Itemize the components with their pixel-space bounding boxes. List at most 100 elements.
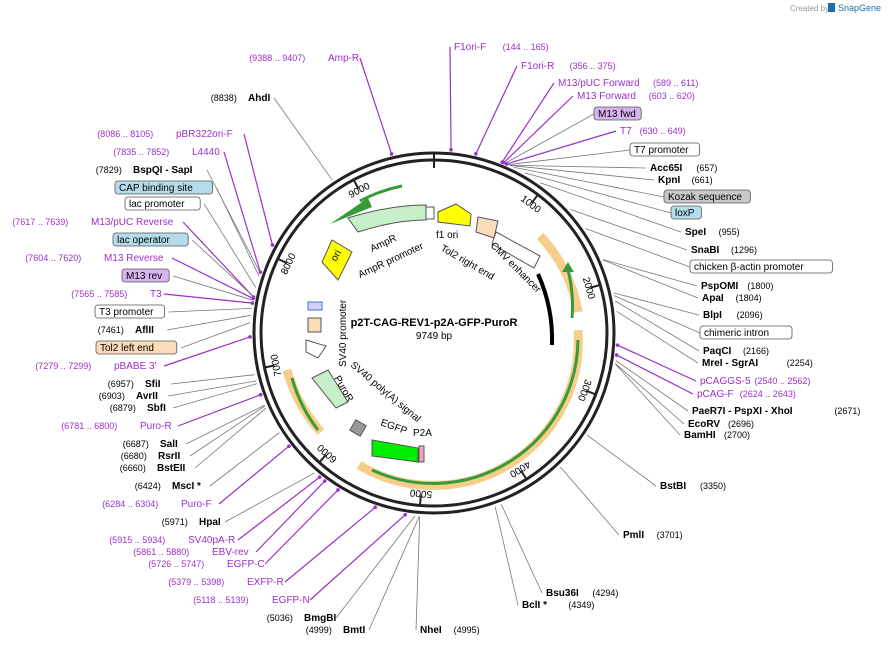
leader-line bbox=[503, 95, 574, 164]
site-spei[interactable]: SpeI(955) bbox=[685, 227, 740, 238]
feature-loxp[interactable]: loxP bbox=[670, 205, 702, 220]
site-pspomi[interactable]: PspOMI(1800) bbox=[701, 281, 773, 292]
primer-pcag-f[interactable]: pCAG-F(2624 .. 2643) bbox=[697, 389, 796, 400]
site-mrei-sgrai[interactable]: MreI - SgrAI(2254) bbox=[702, 358, 813, 369]
site-paer7i-pspxi-xhoi[interactable]: PaeR7I - PspXI - XhoI(2671) bbox=[692, 406, 860, 417]
site-pmli[interactable]: PmlI(3701) bbox=[623, 530, 683, 541]
primer-m13-forward[interactable]: M13 Forward(603 .. 620) bbox=[577, 91, 695, 102]
site-kpni[interactable]: KpnI(661) bbox=[658, 175, 713, 186]
feature-t3-promoter[interactable]: T3 promoter bbox=[94, 304, 165, 319]
site-aflii[interactable]: AflII(7461) bbox=[98, 325, 154, 336]
primer-puro-r[interactable]: Puro-R(6781 .. 6800) bbox=[61, 421, 171, 432]
primer-pcaggs-5[interactable]: pCAGGS-5(2540 .. 2562) bbox=[700, 376, 810, 387]
primer-m13-reverse[interactable]: M13 Reverse(7604 .. 7620) bbox=[25, 253, 164, 264]
site-msci[interactable]: MscI *(6424) bbox=[135, 481, 201, 492]
site-bspqi-sapi[interactable]: BspQI - SapI(7829) bbox=[96, 165, 193, 176]
feature-lac-operator[interactable]: lac operator bbox=[112, 232, 189, 247]
feature-chicken-actin-promoter[interactable]: chicken β-actin promoter bbox=[689, 259, 833, 274]
leader-line bbox=[616, 354, 694, 395]
site-ahdi[interactable]: AhdI(8838) bbox=[211, 93, 271, 104]
site-bcli[interactable]: BclI * (4349) bbox=[522, 600, 594, 611]
feature-kozak-sequence[interactable]: Kozak sequence bbox=[663, 189, 751, 204]
primer-l4440[interactable]: L4440(7835 .. 7852) bbox=[113, 147, 220, 158]
label-name: BclI * bbox=[522, 600, 547, 611]
site-sbfi[interactable]: SbfI(6879) bbox=[110, 403, 166, 414]
feature-chimeric-intron[interactable]: chimeric intron bbox=[699, 325, 793, 340]
leader-lines bbox=[163, 46, 701, 631]
label-coordinate: (1296) bbox=[731, 245, 757, 255]
site-bmgbi[interactable]: BmgBI(5036) bbox=[267, 613, 337, 624]
primer-puro-f[interactable]: Puro-F(6284 .. 6304) bbox=[102, 499, 211, 510]
label-name: KpnI bbox=[658, 175, 680, 186]
primer-exfp-r[interactable]: EXFP-R(5379 .. 5398) bbox=[168, 577, 283, 588]
label-coordinate: (4349) bbox=[568, 600, 594, 610]
site-bmti[interactable]: BmtI(4999) bbox=[306, 625, 366, 636]
primer-egfp-c[interactable]: EGFP-C(5726 .. 5747) bbox=[148, 559, 265, 570]
feature-m13-fwd[interactable]: M13 fwd bbox=[593, 106, 642, 121]
leader-line bbox=[167, 380, 257, 397]
site-sali[interactable]: SalI(6687) bbox=[123, 439, 178, 450]
site-bsu36i[interactable]: Bsu36I(4294) bbox=[546, 588, 618, 599]
primer-f1ori-f[interactable]: F1ori-F(144 .. 165) bbox=[454, 42, 549, 53]
primer-t3[interactable]: T3(7565 .. 7585) bbox=[71, 289, 162, 300]
feature-tol2-left-end[interactable]: Tol2 left end bbox=[95, 340, 178, 355]
feature-lac-promoter[interactable]: lac promoter bbox=[124, 196, 201, 211]
site-ecorv[interactable]: EcoRV(2696) bbox=[688, 419, 754, 430]
snapgene-logo-icon bbox=[828, 3, 835, 12]
lac-operator-feature bbox=[307, 301, 323, 311]
primer-sv40pa-r[interactable]: SV40pA-R(5915 .. 5934) bbox=[109, 535, 235, 546]
site-avrii[interactable]: AvrII(6903) bbox=[99, 391, 158, 402]
leader-line bbox=[264, 489, 339, 565]
label-coordinate: (8838) bbox=[211, 93, 237, 103]
feature-label-text: M13 fwd bbox=[598, 109, 636, 120]
site-acc65i[interactable]: Acc65I(657) bbox=[650, 163, 717, 174]
leader-line bbox=[237, 476, 321, 541]
primer-egfp-n[interactable]: EGFP-N(5118 .. 5139) bbox=[193, 595, 310, 606]
site-bsteii[interactable]: BstEII(6660) bbox=[120, 463, 186, 474]
site-bstbi[interactable]: BstBI(3350) bbox=[660, 481, 726, 492]
site-paqci[interactable]: PaqCI(2166) bbox=[703, 346, 769, 357]
feature-t7-promoter[interactable]: T7 promoter bbox=[629, 142, 700, 157]
site-nhei[interactable]: NheI(4995) bbox=[420, 625, 480, 636]
site-sfii[interactable]: SfiI(6957) bbox=[108, 379, 161, 390]
f1-ori-feature bbox=[437, 203, 472, 227]
label-coordinate: (7279 .. 7299) bbox=[35, 361, 91, 371]
primer-m13-puc-reverse[interactable]: M13/pUC Reverse(7617 .. 7639) bbox=[12, 217, 173, 228]
site-blpi[interactable]: BlpI(2096) bbox=[703, 310, 763, 321]
label-coordinate: (7835 .. 7852) bbox=[113, 147, 169, 157]
primer-t7[interactable]: T7(630 .. 649) bbox=[620, 126, 686, 137]
label-name: Amp-R bbox=[328, 53, 359, 64]
primer-amp-r[interactable]: Amp-R(9388 .. 9407) bbox=[249, 53, 359, 64]
tick-mark bbox=[586, 389, 597, 396]
label-name: SpeI bbox=[685, 227, 706, 238]
leader-line bbox=[368, 516, 420, 631]
tol2-right-end-label: Tol2 right end bbox=[439, 243, 497, 283]
site-bamhi[interactable]: BamHI(2700) bbox=[684, 430, 750, 441]
ampr-arrow bbox=[359, 184, 403, 203]
site-snabi[interactable]: SnaBI(1296) bbox=[691, 245, 757, 256]
site-hpai[interactable]: HpaI(5971) bbox=[162, 517, 221, 528]
site-apai[interactable]: ApaI(1804) bbox=[702, 293, 762, 304]
leader-line bbox=[309, 514, 406, 601]
feature-cap-binding-site[interactable]: CAP binding site bbox=[114, 180, 213, 195]
label-name: EBV-rev bbox=[212, 547, 249, 558]
primer-m13-puc-forward[interactable]: M13/pUC Forward(589 .. 611) bbox=[558, 78, 698, 89]
primer-site-marker bbox=[474, 152, 478, 156]
label-name: EGFP-C bbox=[227, 559, 265, 570]
feature-m13-rev[interactable]: M13 rev bbox=[121, 268, 170, 283]
feature-label-text: lac operator bbox=[117, 235, 170, 246]
primer-site-marker bbox=[373, 505, 378, 510]
tick-mark bbox=[318, 454, 327, 464]
site-rsrii[interactable]: RsrII(6680) bbox=[121, 451, 181, 462]
primer-f1ori-r[interactable]: F1ori-R(356 .. 375) bbox=[521, 61, 616, 72]
tick-mark bbox=[264, 364, 275, 369]
leader-line bbox=[216, 187, 260, 277]
right-label-column: F1ori-F(144 .. 165) F1ori-R(356 .. 375) M1… bbox=[420, 42, 860, 636]
primer-pbabe-3[interactable]: pBABE 3'(7279 .. 7299) bbox=[35, 361, 156, 372]
primer-pbr322ori-f[interactable]: pBR322ori-F(8086 .. 8105) bbox=[97, 129, 233, 140]
puro-arrow bbox=[290, 377, 320, 431]
primer-site-marker bbox=[251, 296, 256, 301]
primer-ebv-rev[interactable]: EBV-rev(5861 .. 5880) bbox=[133, 547, 248, 558]
primer-site-marker bbox=[449, 147, 453, 152]
label-coordinate: (7461) bbox=[98, 325, 124, 335]
